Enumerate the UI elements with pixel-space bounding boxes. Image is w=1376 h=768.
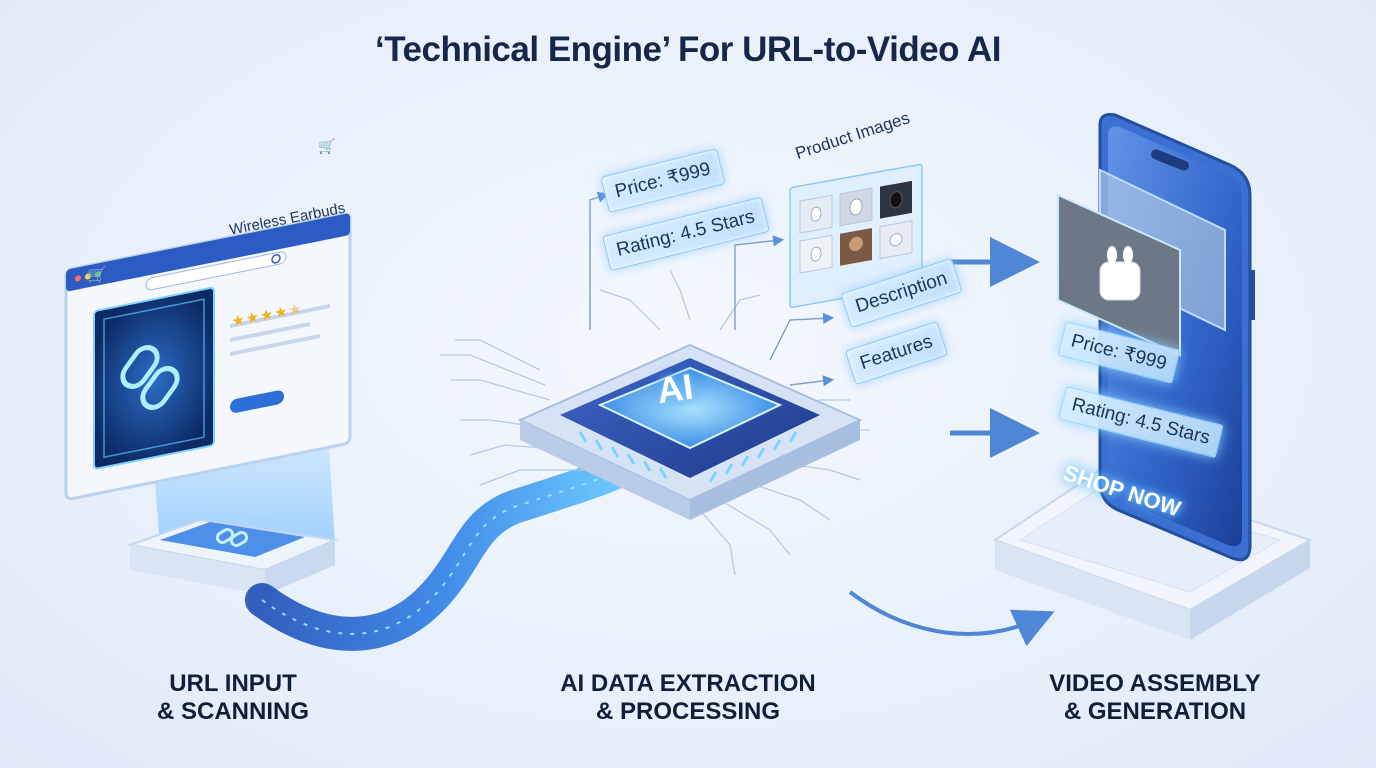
page-title: ‘Technical Engine’ For URL-to-Video AI — [375, 30, 1001, 69]
extraction-lines — [589, 191, 835, 387]
product-images-card — [789, 163, 923, 309]
phone-pedestal — [992, 468, 1313, 640]
half-star-icon: ★ — [286, 300, 305, 320]
flow-arrow-3 — [848, 590, 1055, 647]
stage-caption-extraction: AI DATA EXTRACTION & PROCESSING — [560, 670, 816, 725]
url-pedestal — [126, 518, 339, 595]
link-icon — [120, 345, 180, 410]
earbuds-case-icon — [1099, 246, 1141, 301]
data-stream — [245, 453, 637, 651]
browser-window — [64, 212, 352, 501]
cart-icon: 🛒 — [87, 267, 107, 284]
chip-label: AI — [654, 365, 696, 412]
video-frames — [1057, 168, 1226, 357]
stage-caption-url: URL INPUT & SCANNING — [156, 670, 309, 725]
cart-icon-header: 🛒 — [318, 138, 336, 154]
ai-chip — [517, 343, 863, 520]
stage-caption-video: VIDEO ASSEMBLY & GENERATION — [1049, 670, 1261, 725]
